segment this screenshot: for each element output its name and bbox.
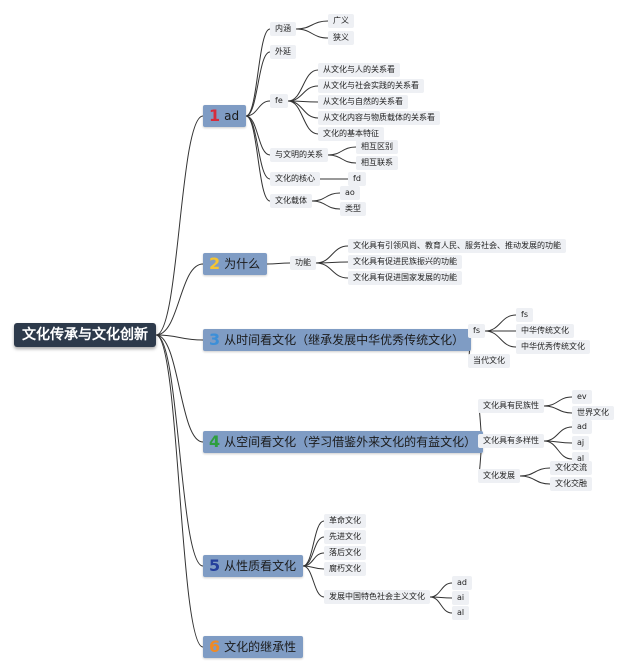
topic-node[interactable]: 与文明的关系	[270, 148, 328, 162]
branch-label: 文化的继承性	[224, 640, 297, 654]
topic-node[interactable]: 发展中国特色社会主义文化	[324, 590, 430, 604]
edge-branch-3-leaf	[484, 330, 517, 348]
leaf-node[interactable]: 从文化与社会实践的关系看	[318, 79, 424, 93]
edge-branch-4-leaf	[543, 440, 573, 460]
leaf-node[interactable]: fs	[516, 308, 533, 322]
leaf-node[interactable]: 文化具有引领风尚、教育人民、服务社会、推动发展的功能	[348, 239, 566, 253]
edge-branch-4-leaf	[543, 405, 573, 414]
edge-branch-1-topic	[245, 100, 271, 117]
branch-number: 6	[209, 637, 221, 656]
topic-node[interactable]: 落后文化	[324, 546, 366, 560]
branch-number: 2	[209, 254, 221, 273]
topic-node[interactable]: 功能	[290, 256, 316, 270]
leaf-node[interactable]: 相互联系	[356, 156, 398, 170]
branch-number: 3	[209, 330, 221, 349]
leaf-node[interactable]: 世界文化	[572, 406, 614, 420]
leaf-node[interactable]: al	[452, 606, 470, 620]
topic-node[interactable]: 文化具有多样性	[478, 434, 544, 448]
branch-label: 从性质看文化	[224, 559, 297, 573]
edge-branch-5-topic	[302, 565, 325, 598]
edge-branch-5-leaf	[429, 596, 453, 614]
edge-branch-4-leaf	[519, 475, 551, 485]
branch-label: 从空间看文化（学习借鉴外来文化的有益文化）	[224, 435, 477, 449]
leaf-node[interactable]: 从文化与人的关系看	[318, 63, 400, 77]
edge-branch-2-leaf	[315, 262, 349, 279]
edge-branch-1-leaf	[311, 200, 341, 210]
topic-node[interactable]: 文化的核心	[270, 172, 320, 186]
edge-branch-1-topic	[245, 115, 271, 202]
branch-label: 从时间看文化（继承发展中华优秀传统文化）	[224, 333, 465, 347]
edge-branch-1-leaf	[327, 154, 357, 164]
leaf-node[interactable]: 文化交融	[550, 477, 592, 491]
topic-node[interactable]: 先进文化	[324, 530, 366, 544]
edge-branch-2-topic	[266, 262, 291, 265]
topic-node[interactable]: 腐朽文化	[324, 562, 366, 576]
topic-node[interactable]: fe	[270, 94, 288, 108]
leaf-node[interactable]: ad	[572, 420, 592, 434]
edge-branch-1-topic	[245, 28, 271, 117]
topic-node[interactable]: 当代文化	[468, 354, 510, 368]
leaf-node[interactable]: 文化具有促进民族振兴的功能	[348, 255, 462, 269]
edge-root-branch-3	[155, 334, 204, 341]
topic-node[interactable]: 文化具有民族性	[478, 399, 544, 413]
branch-number: 1	[209, 106, 221, 125]
branch-label: ad	[224, 109, 240, 123]
branch-label: 为什么	[224, 257, 261, 271]
root-topic[interactable]: 文化传承与文化创新	[14, 323, 156, 347]
leaf-node[interactable]: ad	[452, 576, 472, 590]
leaf-node[interactable]: 文化的基本特征	[318, 127, 384, 141]
edge-root-branch-4	[155, 334, 204, 443]
leaf-node[interactable]: 从文化与自然的关系看	[318, 95, 408, 109]
edge-branch-1-leaf	[287, 100, 319, 135]
edge-branch-1-leaf	[295, 28, 329, 39]
topic-node[interactable]: 内涵	[270, 22, 296, 36]
leaf-node[interactable]: 文化具有促进国家发展的功能	[348, 271, 462, 285]
edge-root-branch-6	[155, 334, 204, 648]
leaf-node[interactable]: 广义	[328, 14, 354, 28]
leaf-node[interactable]: 类型	[340, 202, 366, 216]
leaf-node[interactable]: 中华传统文化	[516, 324, 574, 338]
leaf-node[interactable]: 狭义	[328, 31, 354, 45]
edge-branch-1-topic	[245, 51, 271, 117]
leaf-node[interactable]: 文化交流	[550, 461, 592, 475]
edge-root-branch-2	[155, 263, 204, 336]
branch-number: 4	[209, 432, 221, 451]
branch-number: 5	[209, 556, 221, 575]
edge-branch-1-leaf	[287, 69, 319, 102]
edge-root-branch-1	[155, 115, 204, 336]
leaf-node[interactable]: 中华优秀传统文化	[516, 340, 590, 354]
leaf-node[interactable]: 相互区别	[356, 140, 398, 154]
topic-node[interactable]: fs	[468, 324, 485, 338]
leaf-node[interactable]: fd	[348, 172, 366, 186]
topic-node[interactable]: 文化载体	[270, 194, 312, 208]
edge-root-branch-5	[155, 334, 204, 567]
leaf-node[interactable]: 从文化内容与物质载体的关系看	[318, 111, 440, 125]
leaf-node[interactable]: ev	[572, 390, 592, 404]
leaf-node[interactable]: ai	[452, 591, 470, 605]
leaf-node[interactable]: aj	[572, 436, 590, 450]
topic-node[interactable]: 革命文化	[324, 514, 366, 528]
topic-node[interactable]: 外延	[270, 45, 296, 59]
leaf-node[interactable]: ao	[340, 186, 360, 200]
edge-branch-5-topic	[302, 520, 325, 567]
topic-node[interactable]: 文化发展	[478, 469, 520, 483]
